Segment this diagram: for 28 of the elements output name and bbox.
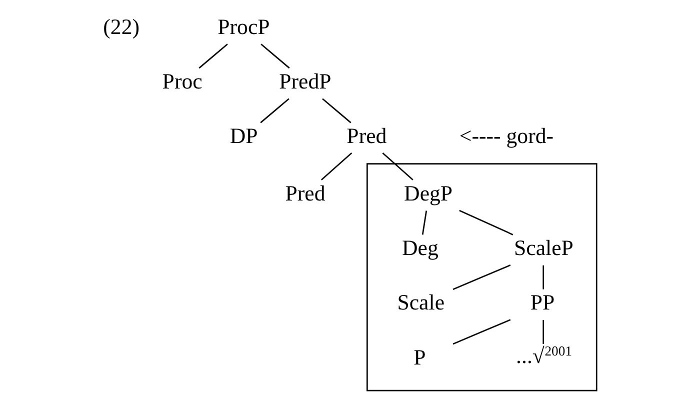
connector xyxy=(198,44,228,69)
connector xyxy=(459,210,514,236)
connector xyxy=(452,264,511,290)
node-text: Pred xyxy=(346,124,387,148)
node-text: DP xyxy=(230,124,258,148)
connector xyxy=(322,98,352,124)
node-text: ...√$^{2001}$ xyxy=(516,343,572,368)
label: <---- gord- xyxy=(459,124,554,148)
connector xyxy=(422,210,428,235)
node-text: Scale xyxy=(397,290,445,315)
connector xyxy=(452,319,511,345)
node-text: Deg xyxy=(402,236,438,260)
node-text: PP xyxy=(530,290,555,315)
node-text: P xyxy=(414,345,426,370)
node-text: ScaleP xyxy=(514,236,574,260)
cluster xyxy=(366,163,598,392)
connector xyxy=(382,152,414,180)
connector xyxy=(542,320,544,344)
node-text: ProcP xyxy=(218,14,270,39)
connector xyxy=(260,98,290,124)
connector xyxy=(260,44,290,69)
label: (22) xyxy=(103,14,140,39)
node-text: PredP xyxy=(279,69,332,94)
connector xyxy=(542,265,544,290)
node-text: Proc xyxy=(162,69,202,94)
node-text: DegP xyxy=(404,181,453,206)
node-text: Pred xyxy=(285,181,326,206)
connector xyxy=(320,152,352,180)
